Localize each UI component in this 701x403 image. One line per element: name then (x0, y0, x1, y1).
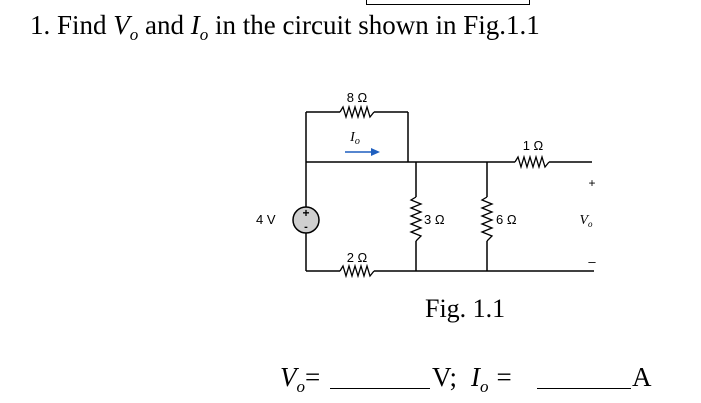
label-3ohm: 3 Ω (424, 212, 445, 227)
answer-io-unit: A (632, 362, 652, 392)
resistor-1ohm (514, 154, 550, 170)
resistor-2ohm (339, 263, 375, 279)
answer-io-label: Io = (471, 361, 512, 403)
question-var-v-sub: o (129, 25, 139, 44)
label-minus-terminal: – (588, 254, 596, 269)
question-number: 1. (30, 10, 51, 40)
answer-vo-blank[interactable] (330, 388, 430, 389)
question-and: and (145, 10, 185, 40)
header-box-fragment (366, 0, 530, 5)
label-vo: Vo (579, 213, 593, 229)
circuit-wires (305, 111, 594, 272)
question-rest: in the circuit shown in Fig.1.1 (215, 10, 540, 40)
label-vo-sub: o (588, 219, 593, 229)
question-var-i: I (190, 10, 200, 40)
label-vo-v: V (579, 213, 589, 228)
label-current-sub: o (355, 136, 360, 147)
answer-io-blank[interactable] (537, 388, 631, 389)
answer-vo-var: V (280, 362, 297, 392)
question-var-v: V (113, 10, 130, 40)
current-arrow-icon (345, 148, 380, 156)
label-current: Io (349, 130, 360, 147)
answer-vo-label: Vo= (280, 361, 320, 403)
resistor-6ohm (480, 196, 494, 242)
question-var-i-sub: o (199, 25, 209, 44)
answer-io-eq: = (496, 362, 512, 392)
voltage-source: + - (292, 206, 320, 234)
answer-vo-eq: = (305, 362, 321, 392)
label-6ohm: 6 Ω (496, 212, 517, 227)
label-source: 4 V (256, 212, 276, 227)
answer-io-sub: o (480, 377, 489, 396)
question-text: 1. Find Vo and Io in the circuit shown i… (30, 8, 540, 52)
svg-text:+: + (302, 206, 309, 220)
label-8ohm: 8 Ω (347, 90, 368, 105)
label-current-i: I (349, 130, 356, 145)
label-plus-terminal: + (588, 176, 595, 190)
figure-caption: Fig. 1.1 (425, 294, 506, 323)
resistor-3ohm (409, 196, 423, 242)
label-1ohm: 1 Ω (523, 138, 544, 153)
resistor-8ohm (339, 104, 375, 120)
answer-vo-sub: o (296, 377, 306, 396)
svg-text:-: - (304, 221, 308, 233)
answer-vo-unit: V; (432, 362, 457, 392)
answer-io-var: I (471, 362, 480, 392)
question-find: Find (57, 10, 107, 40)
label-2ohm: 2 Ω (347, 250, 368, 265)
